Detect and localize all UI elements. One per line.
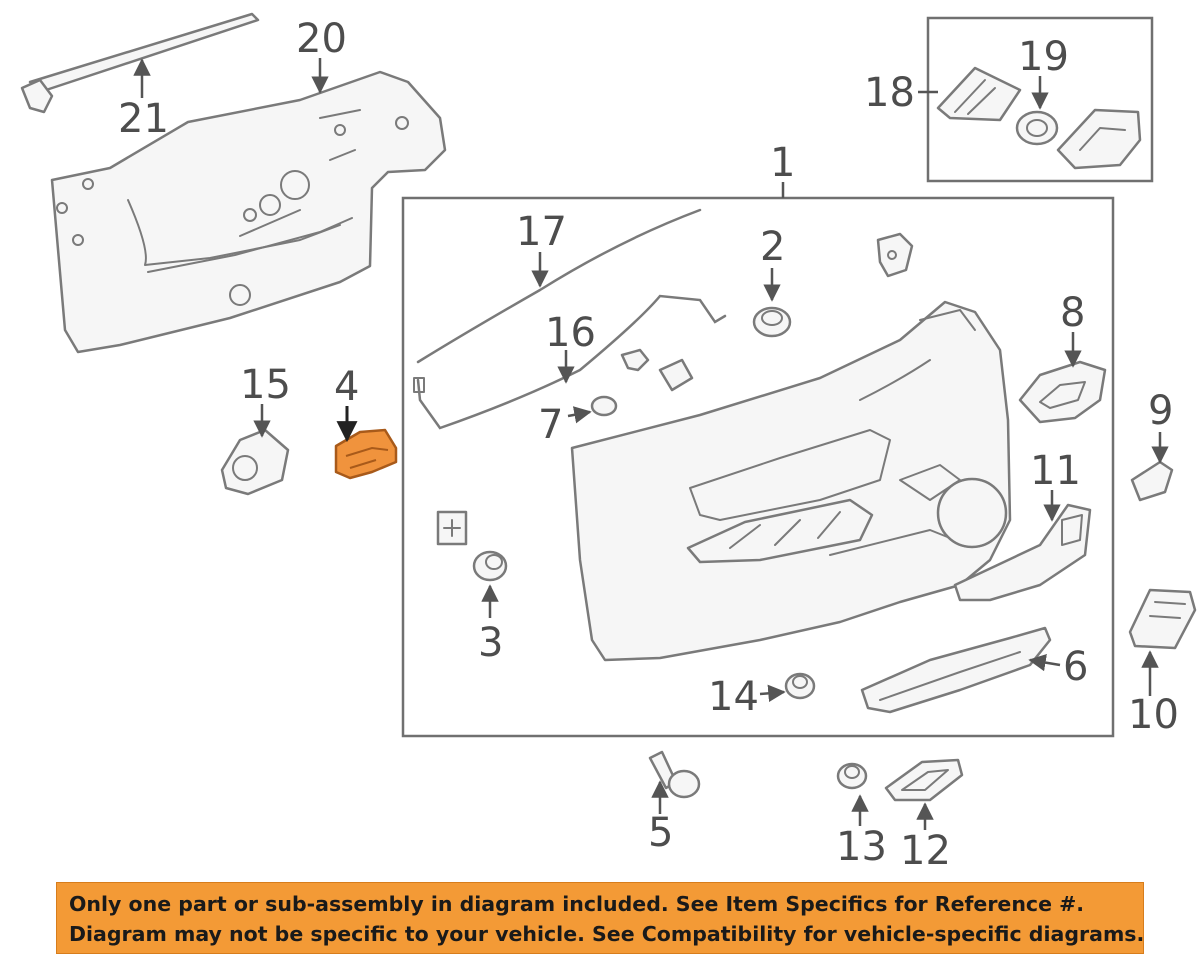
part-18-bezel-set: 18 [864,66,1142,170]
callout-7: 7 [538,402,563,448]
part-19-bezel: 19 [1015,34,1069,146]
part-8-handle: 8 [1018,290,1107,424]
part-15-speaker-grille: 15 [220,362,291,496]
callout-10: 10 [1128,692,1179,738]
parts-diagram: 21 20 18 19 1 [20,12,1197,874]
part-6-armrest: 6 [860,626,1088,714]
part-7-plug: 7 [538,395,618,448]
callout-15: 15 [240,362,291,408]
callout-9: 9 [1148,388,1173,434]
part-17-cable: 17 [416,208,702,364]
part-2-grommet: 2 [752,224,792,338]
callout-6: 6 [1063,644,1088,690]
callout-2: 2 [760,224,785,270]
part-21-weatherstrip: 21 [20,12,260,142]
callout-11: 11 [1030,448,1081,494]
part-20-water-deflector: 20 [50,16,447,354]
callout-21: 21 [118,96,169,142]
inset-frame [926,16,1154,183]
disclaimer-line-2: Diagram may not be specific to your vehi… [69,922,1145,946]
callout-20: 20 [296,16,347,62]
part-1-door-trim-panel [570,300,1012,662]
callout-4: 4 [334,364,359,410]
part-9-cover: 9 [1130,388,1173,502]
callout-13: 13 [836,824,887,870]
part-3-button: 3 [436,510,508,666]
part-11-switch-bezel: 11 [953,448,1092,602]
part-5-push-pin: 5 [648,750,701,856]
part-4-bracket-highlighted: 4 [334,364,398,480]
part-10-switch: 10 [1128,588,1197,738]
callout-3: 3 [478,620,503,666]
part-retainer-clips [620,232,914,392]
callout-1: 1 [770,140,795,186]
disclaimer-banner: Only one part or sub-assembly in diagram… [56,882,1144,954]
callout-8: 8 [1060,290,1085,336]
disclaimer-line-1: Only one part or sub-assembly in diagram… [69,892,1085,916]
callout-17: 17 [516,209,567,255]
callout-5: 5 [648,810,673,856]
part-12-bezel: 12 [884,758,964,874]
callout-14: 14 [708,674,759,720]
main-frame [401,196,1115,738]
callout-12: 12 [900,828,951,874]
part-13-grommet: 13 [836,762,887,870]
part-16-rod: 16 [413,294,727,430]
callout-18: 18 [864,70,915,116]
part-14-grommet: 14 [708,672,816,720]
callout-16: 16 [545,310,596,356]
callout-19: 19 [1018,34,1069,80]
